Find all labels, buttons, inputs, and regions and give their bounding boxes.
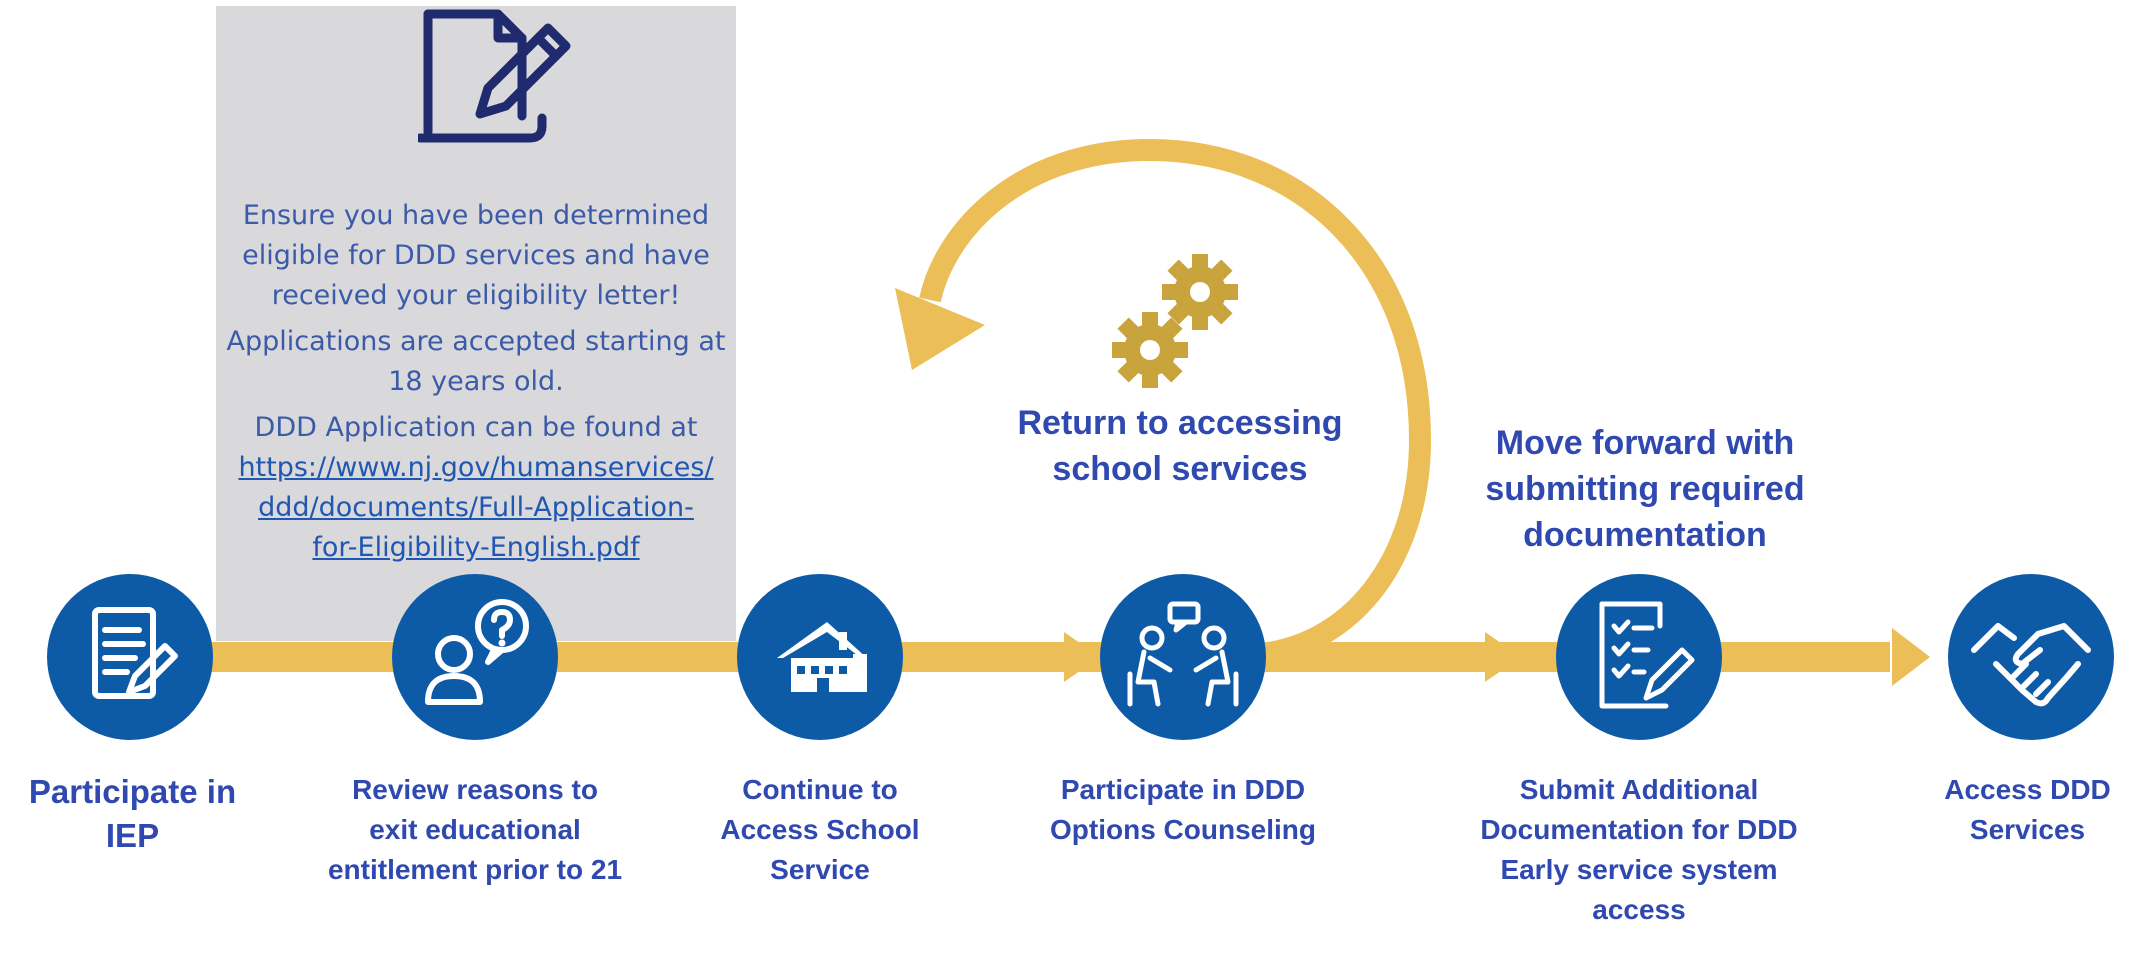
person-question-icon [425,599,529,705]
eligibility-note: Ensure you have been determined eligible… [242,200,710,311]
application-link[interactable]: https://www.nj.gov/humanservices/ddd/doc… [238,452,713,563]
step-3-circle[interactable] [737,574,903,740]
age-note: Applications are accepted starting at 18… [226,326,726,397]
eligibility-info: Ensure you have been determined eligible… [216,196,736,568]
step-2-label: Review reasons to exit educational entit… [327,774,623,885]
step-4-label: Participate in DDD Options Counseling [1050,774,1316,845]
step-6-label: Access DDD Services [1944,774,2111,845]
school-house-icon [777,622,867,692]
gears-icon [1112,254,1238,388]
return-label: Return to accessing school services [1017,404,1343,488]
link-part-2: ddd/documents/Full-Application- [258,492,694,523]
return-loop-arrow-head [895,288,985,370]
step-1-circle[interactable] [47,574,213,740]
return-loop-arc [919,138,1432,666]
step-1-label: Participate in IEP [28,773,237,854]
handshake-icon [1971,623,2091,707]
application-note: DDD Application can be found at [254,412,698,443]
document-pen-icon [418,9,571,143]
step-5-circle[interactable] [1556,574,1722,740]
counseling-people-icon [1127,601,1239,707]
checklist-pen-icon [1599,601,1695,709]
step-5-label: Submit Additional Documentation for DDD … [1480,774,1798,925]
step-6-circle[interactable] [1948,574,2114,740]
arrow-head-6 [1892,628,1930,686]
form-pen-icon [92,607,178,699]
link-part-1: https://www.nj.gov/humanservices/ [238,452,714,483]
step-3-label: Continue to Access School Service [720,774,920,885]
arrow-head-3 [1064,632,1100,682]
step-2-circle[interactable] [392,574,558,740]
step-4-circle[interactable] [1100,574,1266,740]
arrow-head-5 [1485,632,1521,682]
forward-label: Move forward with submitting required do… [1485,424,1805,554]
link-part-3: for-Eligibility-English.pdf [312,532,640,563]
